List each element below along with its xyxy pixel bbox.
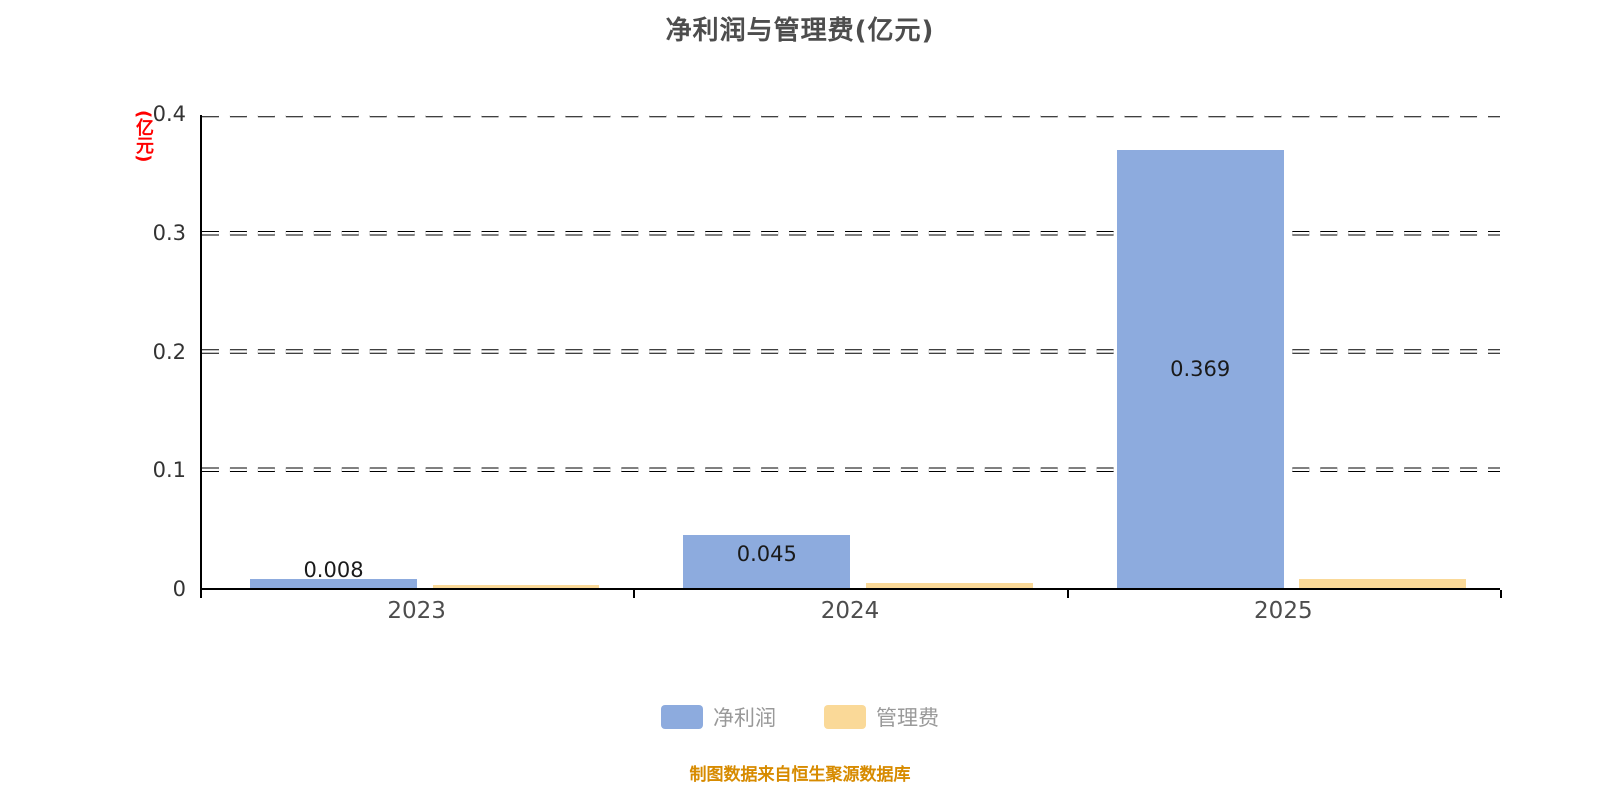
x-axis-tick — [1500, 590, 1502, 598]
bar-value-label-net-profit-2024: 0.045 — [736, 541, 797, 566]
bar-value-label-net-profit-2023: 0.008 — [303, 557, 364, 582]
legend-item-management-fee[interactable]: 管理费 — [824, 702, 939, 732]
bar-management-fee-2025[interactable] — [1299, 578, 1467, 588]
y-tick-label-0: 0 — [172, 577, 186, 601]
legend: 净利润 管理费 — [0, 702, 1600, 732]
x-axis-tick — [633, 590, 636, 598]
x-axis-tick — [200, 590, 202, 598]
x-axis-ticks — [200, 590, 1502, 600]
legend-swatch-net-profit — [661, 705, 703, 729]
x-axis-tick — [1066, 590, 1069, 598]
bar-value-label-net-profit-2025: 0.369 — [1170, 356, 1231, 381]
y-axis-tick-labels: 0 0.1 0.2 0.3 0.4 — [0, 102, 186, 601]
x-tick-label-2023: 2023 — [387, 598, 446, 624]
bar-net-profit-2023[interactable] — [250, 578, 417, 588]
y-tick-label-0.4: 0.4 — [152, 102, 186, 126]
bar-net-profit-2025[interactable] — [1116, 149, 1284, 588]
y-tick-label-0.1: 0.1 — [152, 458, 186, 483]
bar-net-profit-2024[interactable] — [683, 534, 851, 588]
x-axis-labels: 2023 2024 2025 — [200, 598, 1500, 624]
y-tick-label-0.2: 0.2 — [152, 339, 186, 364]
y-tick-label-0.3: 0.3 — [152, 220, 186, 245]
legend-label-net-profit: 净利润 — [713, 706, 776, 730]
legend-item-net-profit[interactable]: 净利润 — [661, 702, 776, 732]
source-note: 制图数据来自恒生聚源数据库 — [689, 765, 911, 785]
bar-management-fee-2024[interactable] — [865, 583, 1033, 588]
gridlines — [202, 115, 1500, 472]
x-tick-label-2024: 2024 — [820, 598, 880, 624]
plot-area: 0.008 0.045 0.369 — [200, 115, 1500, 590]
legend-swatch-management-fee — [824, 705, 866, 729]
x-tick-label-2025: 2025 — [1254, 598, 1313, 624]
y-axis-unit-label: (亿元) — [133, 110, 154, 163]
chart-title: 净利润与管理费(亿元) — [665, 16, 935, 46]
bars-layer: 0.008 0.045 0.369 — [202, 115, 1500, 588]
bar-management-fee-2023[interactable] — [432, 585, 600, 588]
legend-label-management-fee: 管理费 — [876, 706, 939, 730]
